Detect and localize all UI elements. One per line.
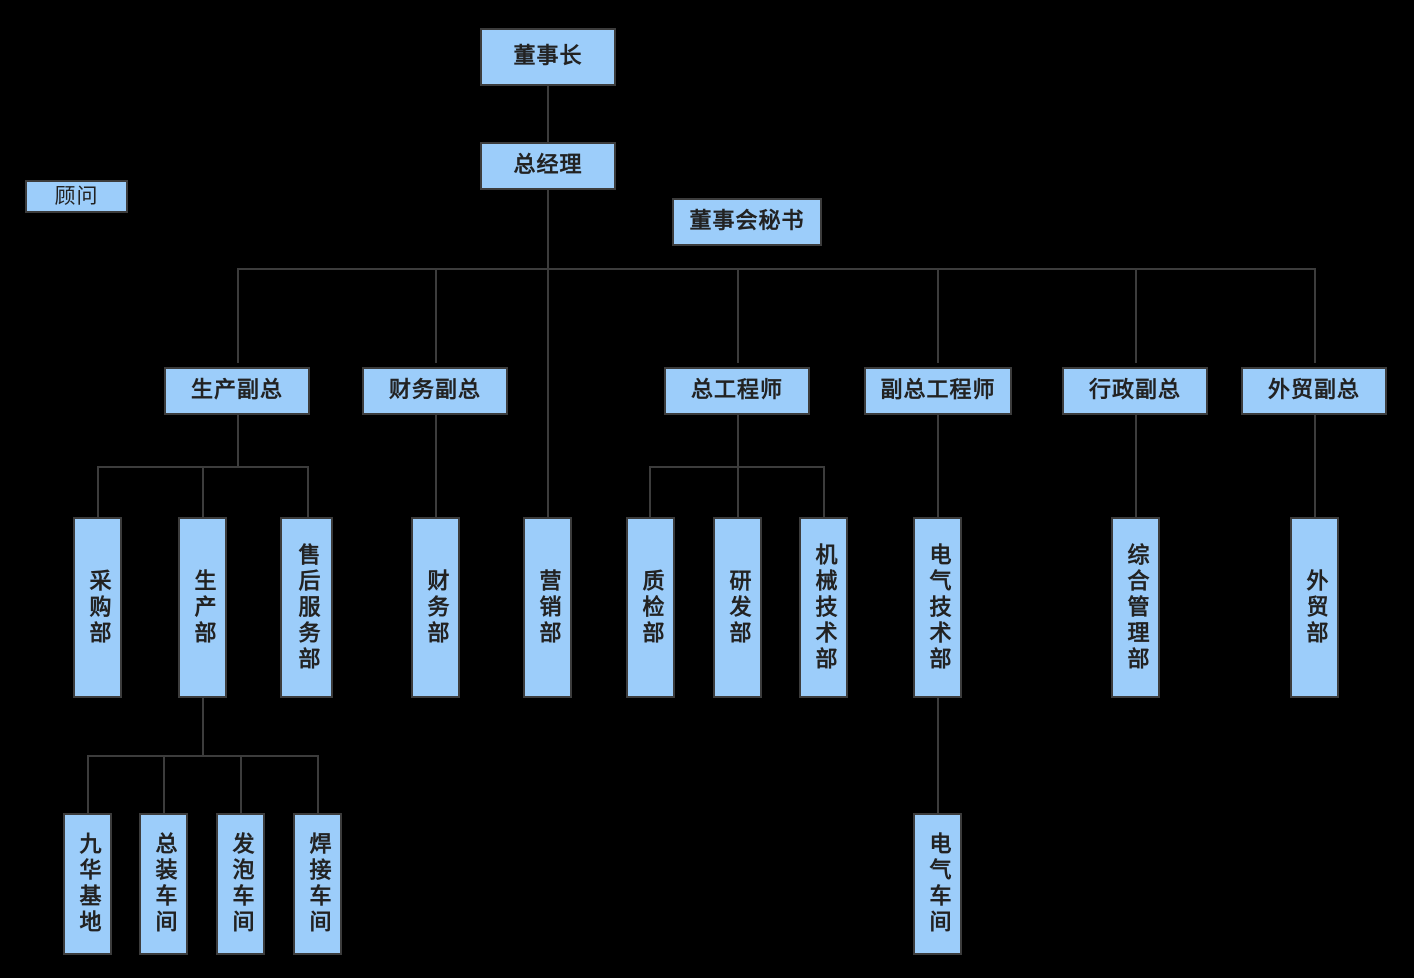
node-vp-foreign-trade[interactable]: 外贸副总 [1241, 367, 1387, 415]
edge-bus-drop-vp-foreign-trade [1314, 268, 1316, 363]
edge-drop-dept-production [202, 466, 204, 517]
edge-drop-dept-quality [649, 466, 651, 517]
node-board-secretary[interactable]: 董事会秘书 [672, 198, 822, 246]
node-ws-assembly[interactable]: 总装车间 [139, 813, 188, 955]
node-advisor[interactable]: 顾问 [25, 180, 128, 213]
node-ws-jiuhua-base[interactable]: 九华基地 [63, 813, 112, 955]
edge-gm-trunk [547, 188, 549, 517]
edge-drop-ws-jiuhua-base [87, 755, 89, 813]
node-dept-rnd[interactable]: 研发部 [713, 517, 762, 698]
edge-bus-drop-vp-production [237, 268, 239, 363]
node-dept-electrical-tech[interactable]: 电气技术部 [913, 517, 962, 698]
node-ws-welding[interactable]: 焊接车间 [293, 813, 342, 955]
node-ws-foaming[interactable]: 发泡车间 [216, 813, 265, 955]
edge-vp-finance-to-dept-finance [435, 415, 437, 517]
edge-bus-drop-vp-finance [435, 268, 437, 363]
node-dept-purchasing[interactable]: 采购部 [73, 517, 122, 698]
edge-drop-ws-foaming [240, 755, 242, 813]
edge-dept-electrical-tech-to-ws-electrical [937, 698, 939, 813]
edge-drop-dept-rnd [737, 466, 739, 517]
node-dept-after-sales[interactable]: 售后服务部 [280, 517, 333, 698]
node-chief-engineer[interactable]: 总工程师 [664, 367, 810, 415]
node-dept-finance[interactable]: 财务部 [411, 517, 460, 698]
node-vp-production[interactable]: 生产副总 [164, 367, 310, 415]
edge-drop-dept-purchasing [97, 466, 99, 517]
edge-vp-production-stem [237, 415, 239, 466]
node-general-manager[interactable]: 总经理 [480, 142, 616, 190]
node-dept-foreign-trade[interactable]: 外贸部 [1290, 517, 1339, 698]
node-dept-production[interactable]: 生产部 [178, 517, 227, 698]
edge-workshop-bus [87, 755, 318, 757]
edge-drop-ws-assembly [163, 755, 165, 813]
node-dept-quality[interactable]: 质检部 [626, 517, 675, 698]
node-deputy-chief-engineer[interactable]: 副总工程师 [864, 367, 1012, 415]
node-dept-general-admin[interactable]: 综合管理部 [1111, 517, 1160, 698]
edge-drop-ws-welding [317, 755, 319, 813]
edge-vp-administration-to-dept-general-admin [1135, 415, 1137, 517]
node-vp-finance[interactable]: 财务副总 [362, 367, 508, 415]
edge-chief-engineer-bus [649, 466, 823, 468]
edge-bus-drop-vp-administration [1135, 268, 1137, 363]
node-ws-electrical[interactable]: 电气车间 [913, 813, 962, 955]
node-dept-mechanical-tech[interactable]: 机械技术部 [799, 517, 848, 698]
edge-chairman-to-gm [547, 85, 549, 143]
edge-vp-foreign-trade-to-dept-foreign-trade [1314, 415, 1316, 517]
edge-bus-drop-deputy-chief-engineer [937, 268, 939, 363]
node-vp-administration[interactable]: 行政副总 [1062, 367, 1208, 415]
edge-deputy-chief-engineer-to-dept-electrical-tech [937, 415, 939, 517]
edge-chief-engineer-stem [737, 415, 739, 466]
edge-drop-dept-after-sales [307, 466, 309, 517]
node-dept-marketing[interactable]: 营销部 [523, 517, 572, 698]
edge-drop-dept-mechanical-tech [823, 466, 825, 517]
edge-dept-production-stem [202, 698, 204, 755]
edge-main-bus [237, 268, 1315, 270]
edge-bus-drop-chief-engineer [737, 268, 739, 363]
node-chairman[interactable]: 董事长 [480, 28, 616, 86]
